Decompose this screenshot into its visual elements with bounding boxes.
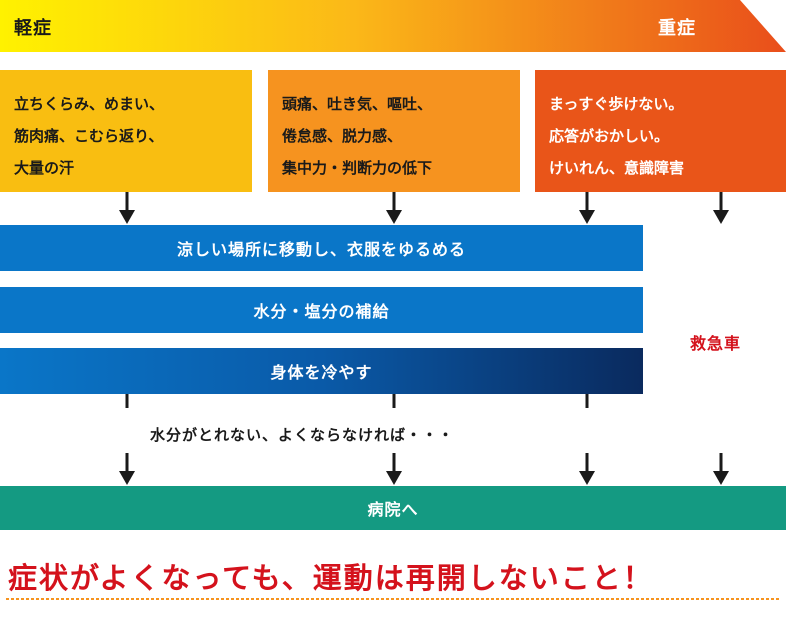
action-label: 身体を冷やす <box>270 363 373 382</box>
condition-note: 水分がとれない、よくならなければ・・・ <box>150 426 455 444</box>
severe-symptoms-box: まっすぐ歩けない。 応答がおかしい。 けいれん、意識障害 <box>535 70 786 192</box>
mild-symptoms-box: 立ちくらみ、めまい、 筋肉痛、こむら返り、 大量の汗 <box>0 70 252 192</box>
symptom-line: 大量の汗 <box>14 159 75 177</box>
action-move-cool-place: 涼しい場所に移動し、衣服をゆるめる <box>0 225 643 271</box>
down-arrow-icon <box>386 453 402 485</box>
connector-line <box>392 394 396 408</box>
symptom-line: けいれん、意識障害 <box>549 159 685 177</box>
warning-underline <box>6 598 780 600</box>
symptom-line: まっすぐ歩けない。 <box>549 95 684 113</box>
ambulance-label: 救急車 <box>690 334 742 353</box>
down-arrow-icon <box>579 192 595 224</box>
action-label: 涼しい場所に移動し、衣服をゆるめる <box>176 240 466 259</box>
connector-line <box>125 394 129 408</box>
down-arrow-icon <box>713 453 729 485</box>
down-arrow-icon <box>713 192 729 224</box>
action-label: 水分・塩分の補給 <box>253 302 390 321</box>
symptom-line: 倦怠感、脱力感、 <box>282 127 403 145</box>
warning-message: 症状がよくなっても、運動は再開しないこと！ <box>8 561 654 595</box>
down-arrow-icon <box>119 453 135 485</box>
action-hydrate: 水分・塩分の補給 <box>0 287 643 333</box>
down-arrow-icon <box>119 192 135 224</box>
symptom-line: 集中力・判断力の低下 <box>282 159 433 177</box>
connector-line <box>585 394 589 408</box>
symptom-line: 応答がおかしい。 <box>549 127 670 145</box>
symptom-line: 頭痛、吐き気、嘔吐、 <box>282 95 433 113</box>
severity-gradient-arrow <box>0 0 786 52</box>
severe-label: 重症 <box>658 18 696 39</box>
severity-scale-bar: 軽症 重症 <box>0 0 786 52</box>
down-arrow-icon <box>579 453 595 485</box>
symptom-line: 立ちくらみ、めまい、 <box>14 95 165 113</box>
moderate-symptoms-box: 頭痛、吐き気、嘔吐、 倦怠感、脱力感、 集中力・判断力の低下 <box>268 70 520 192</box>
mild-label: 軽症 <box>14 18 52 39</box>
down-arrow-icon <box>386 192 402 224</box>
action-cool-body: 身体を冷やす <box>0 348 643 394</box>
symptom-line: 筋肉痛、こむら返り、 <box>14 127 164 145</box>
hospital-bar: 病院へ <box>0 486 786 530</box>
hospital-label: 病院へ <box>367 500 419 519</box>
